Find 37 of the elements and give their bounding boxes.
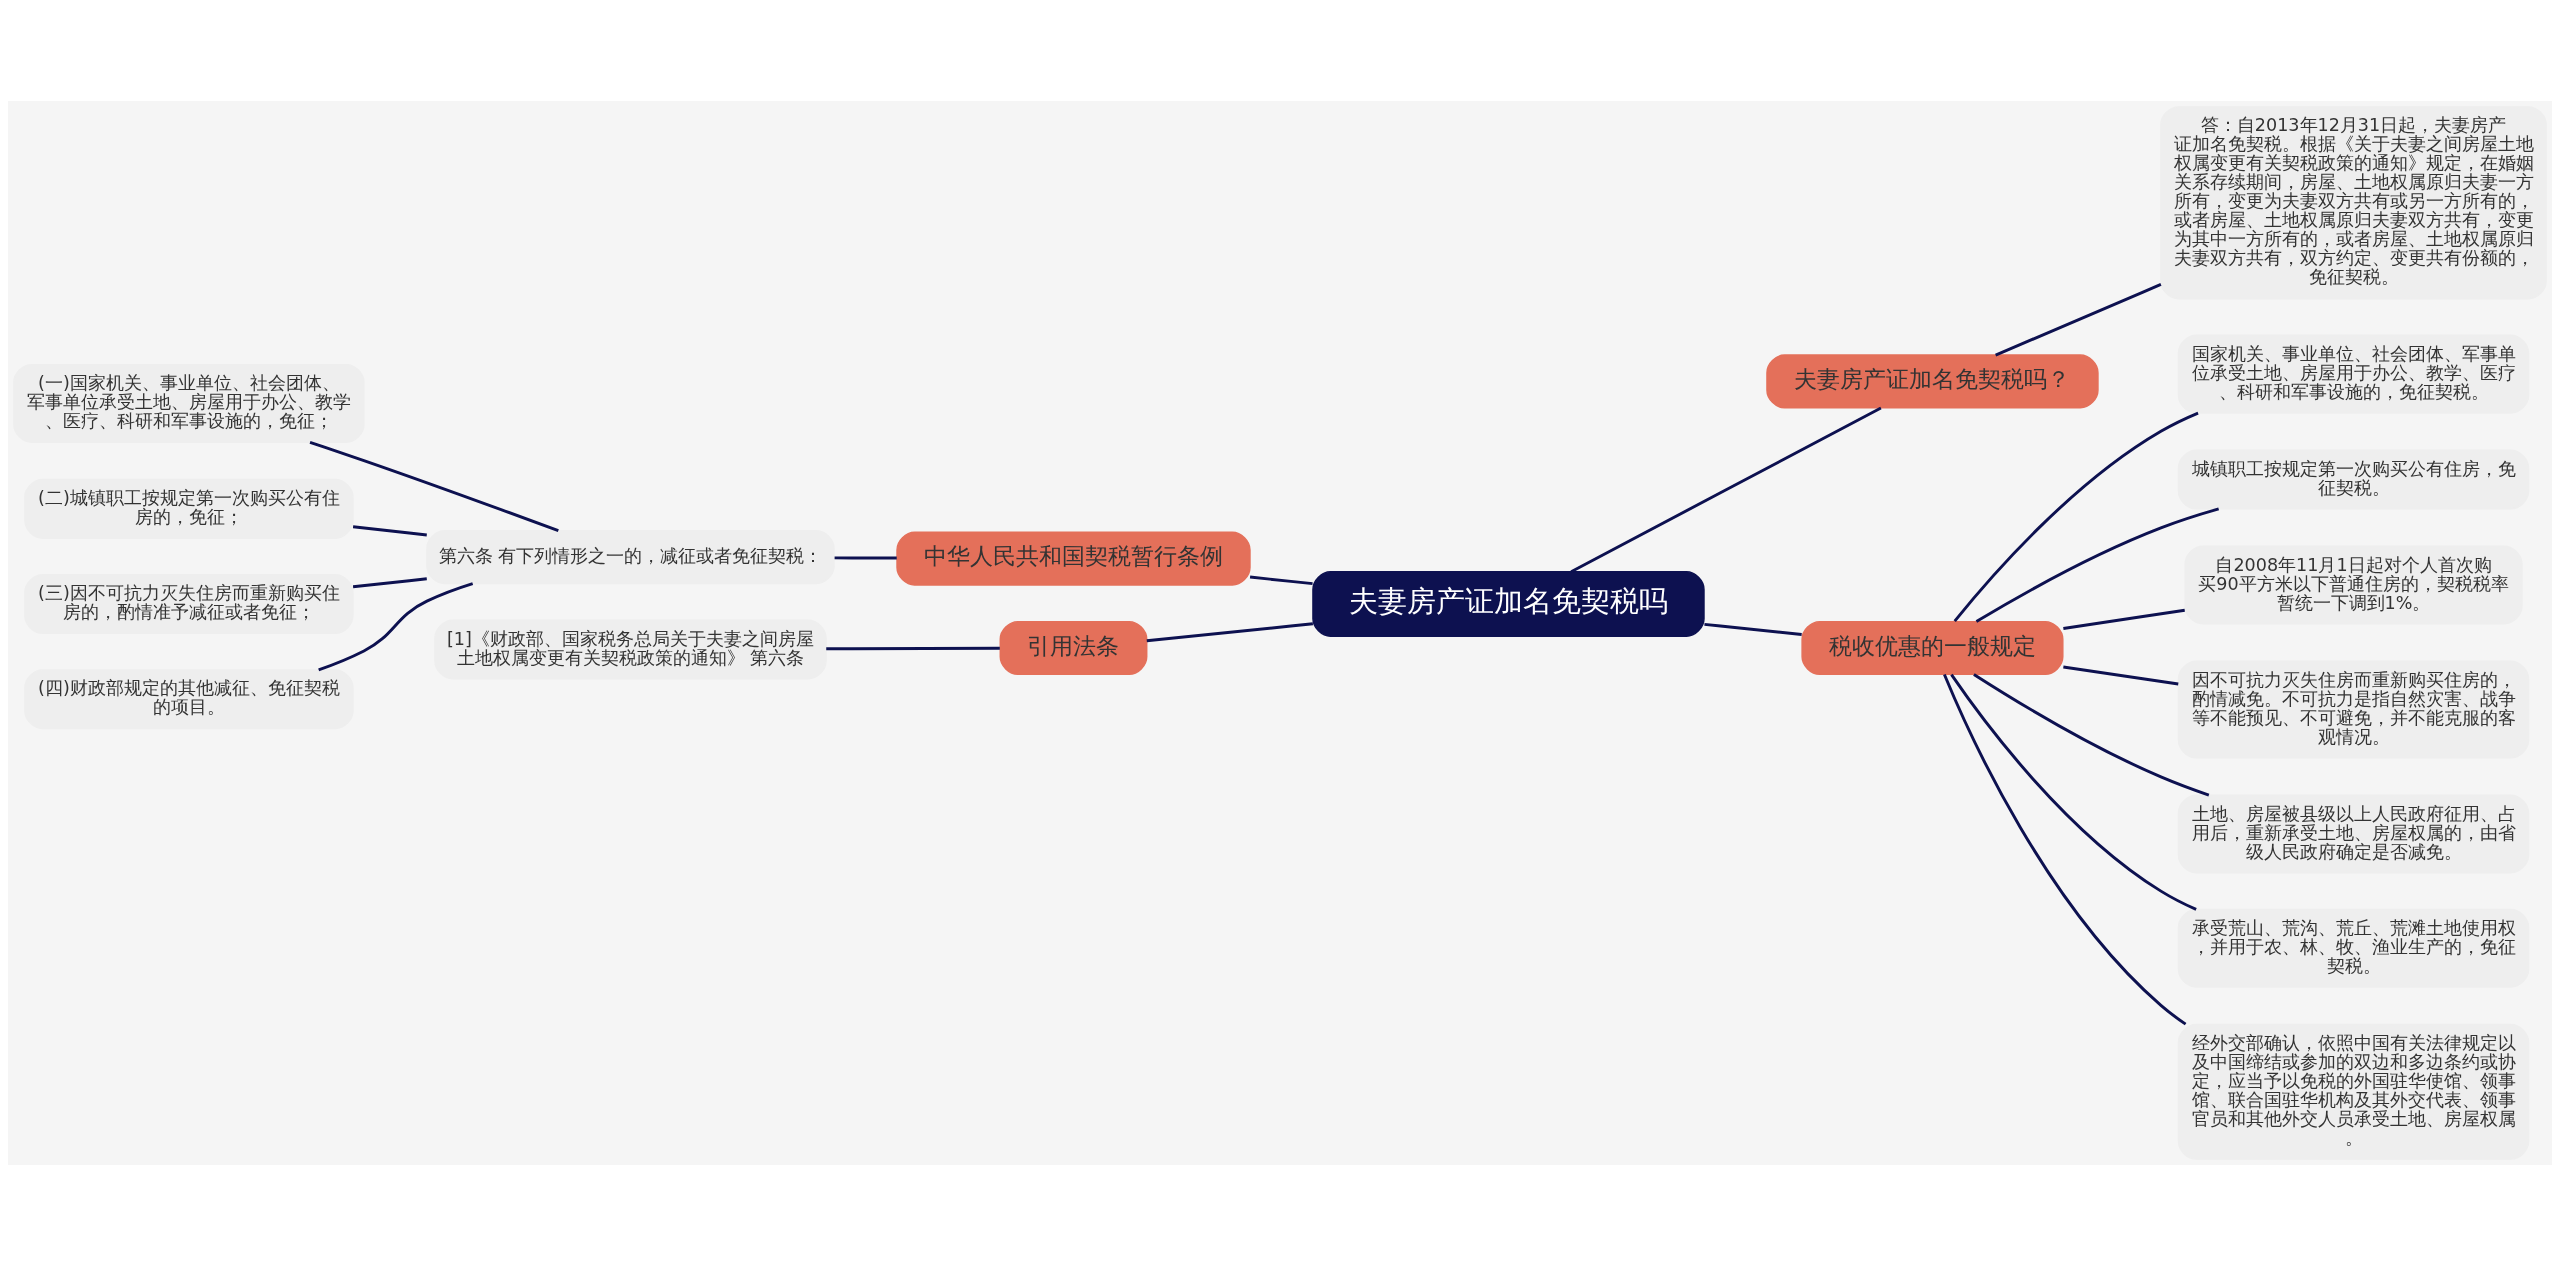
connector	[1249, 575, 1313, 586]
node-box: 夫妻房产证加名免契税吗？	[1766, 354, 2099, 409]
node-box: 自2008年11月1日起对个人首次购买90平方米以下普通住房的，契税税率暂统一下调到1%。	[2184, 545, 2523, 625]
connector	[1704, 622, 1802, 636]
node-box: 引用法条	[999, 620, 1148, 676]
connector	[2063, 665, 2179, 686]
node-box: 因不可抗力灭失住房而重新购买住房的，酌情减免。不可抗力是指自然灾害、战争等不能预见、不可避免，并不能克服的客观情况。	[2177, 660, 2530, 759]
connector	[1950, 673, 2197, 911]
connector	[1995, 283, 2162, 357]
connector	[2063, 608, 2185, 630]
connector	[826, 646, 1000, 651]
connector	[1943, 674, 2187, 1026]
node-box: 承受荒山、荒沟、荒丘、荒滩土地使用权，并用于农、林、牧、渔业生产的，免征契税。	[2177, 908, 2530, 988]
node-box: 城镇职工按规定第一次购买公有住房，免征契税。	[2177, 449, 2530, 510]
node-box: [1]《财政部、国家税务总局关于夫妻之间房屋土地权属变更有关契税政策的通知》 第六条	[434, 619, 827, 680]
node-box: (四)财政部规定的其他减征、免征契税的项目。	[24, 669, 354, 730]
connector	[1975, 507, 2220, 623]
node-box: 国家机关、事业单位、社会团体、军事单位承受土地、房屋用于办公、教学、医疗、科研和军事设施的，免征契税。	[2177, 334, 2530, 414]
connector	[1570, 406, 1882, 573]
node-box: 税收优惠的一般规定	[1801, 620, 2064, 676]
node-box: 答：自2013年12月31日起，夫妻房产证加名免契税。根据《关于夫妻之间房屋土地权属变更有关契税政策的通知》规定，在婚姻关系存续期间，房屋、土地权属原归夫妻一方所有，变更为夫妻双方共有或另一方所有的，或者房屋、土地权属原归夫妻双方共有，变更为其中一方所有的，或者房屋、土地权属原归夫妻双方共有，双方约定、变更共有份额的，免征契税。	[2160, 106, 2547, 300]
connector	[1953, 411, 2199, 623]
node-box: 经外交部确认，依照中国有关法律规定以及中国缔结或参加的双边和多边条约或协定，应当予以免税的外国驻华使馆、领事馆、联合国驻华机构及其外交代表、领事官员和其他外交人员承受土地、房屋权属。	[2177, 1023, 2530, 1160]
connector	[309, 440, 559, 533]
node-box: 第六条 有下列情形之一的，减征或者免征契税：	[426, 530, 835, 585]
connector	[1146, 622, 1314, 643]
node-box: 夫妻房产证加名免契税吗	[1312, 571, 1705, 638]
node-box: (二)城镇职工按规定第一次购买公有住房的，免征；	[24, 478, 354, 539]
connector	[352, 577, 427, 589]
node-box: (一)国家机关、事业单位、社会团体、军事单位承受土地、房屋用于办公、教学、医疗、科研和军事设施的，免征；	[13, 363, 365, 443]
node-box: 土地、房屋被县级以上人民政府征用、占用后，重新承受土地、房屋权属的，由省级人民政府确定是否减免。	[2177, 794, 2530, 874]
node-box: 中华人民共和国契税暂行条例	[896, 531, 1251, 586]
node-box: (三)因不可抗力灭失住房而重新购买住房的，酌情准予减征或者免征；	[24, 574, 354, 635]
connector	[352, 525, 427, 537]
connector	[834, 556, 897, 560]
connector	[318, 582, 474, 672]
connector	[1973, 673, 2210, 797]
